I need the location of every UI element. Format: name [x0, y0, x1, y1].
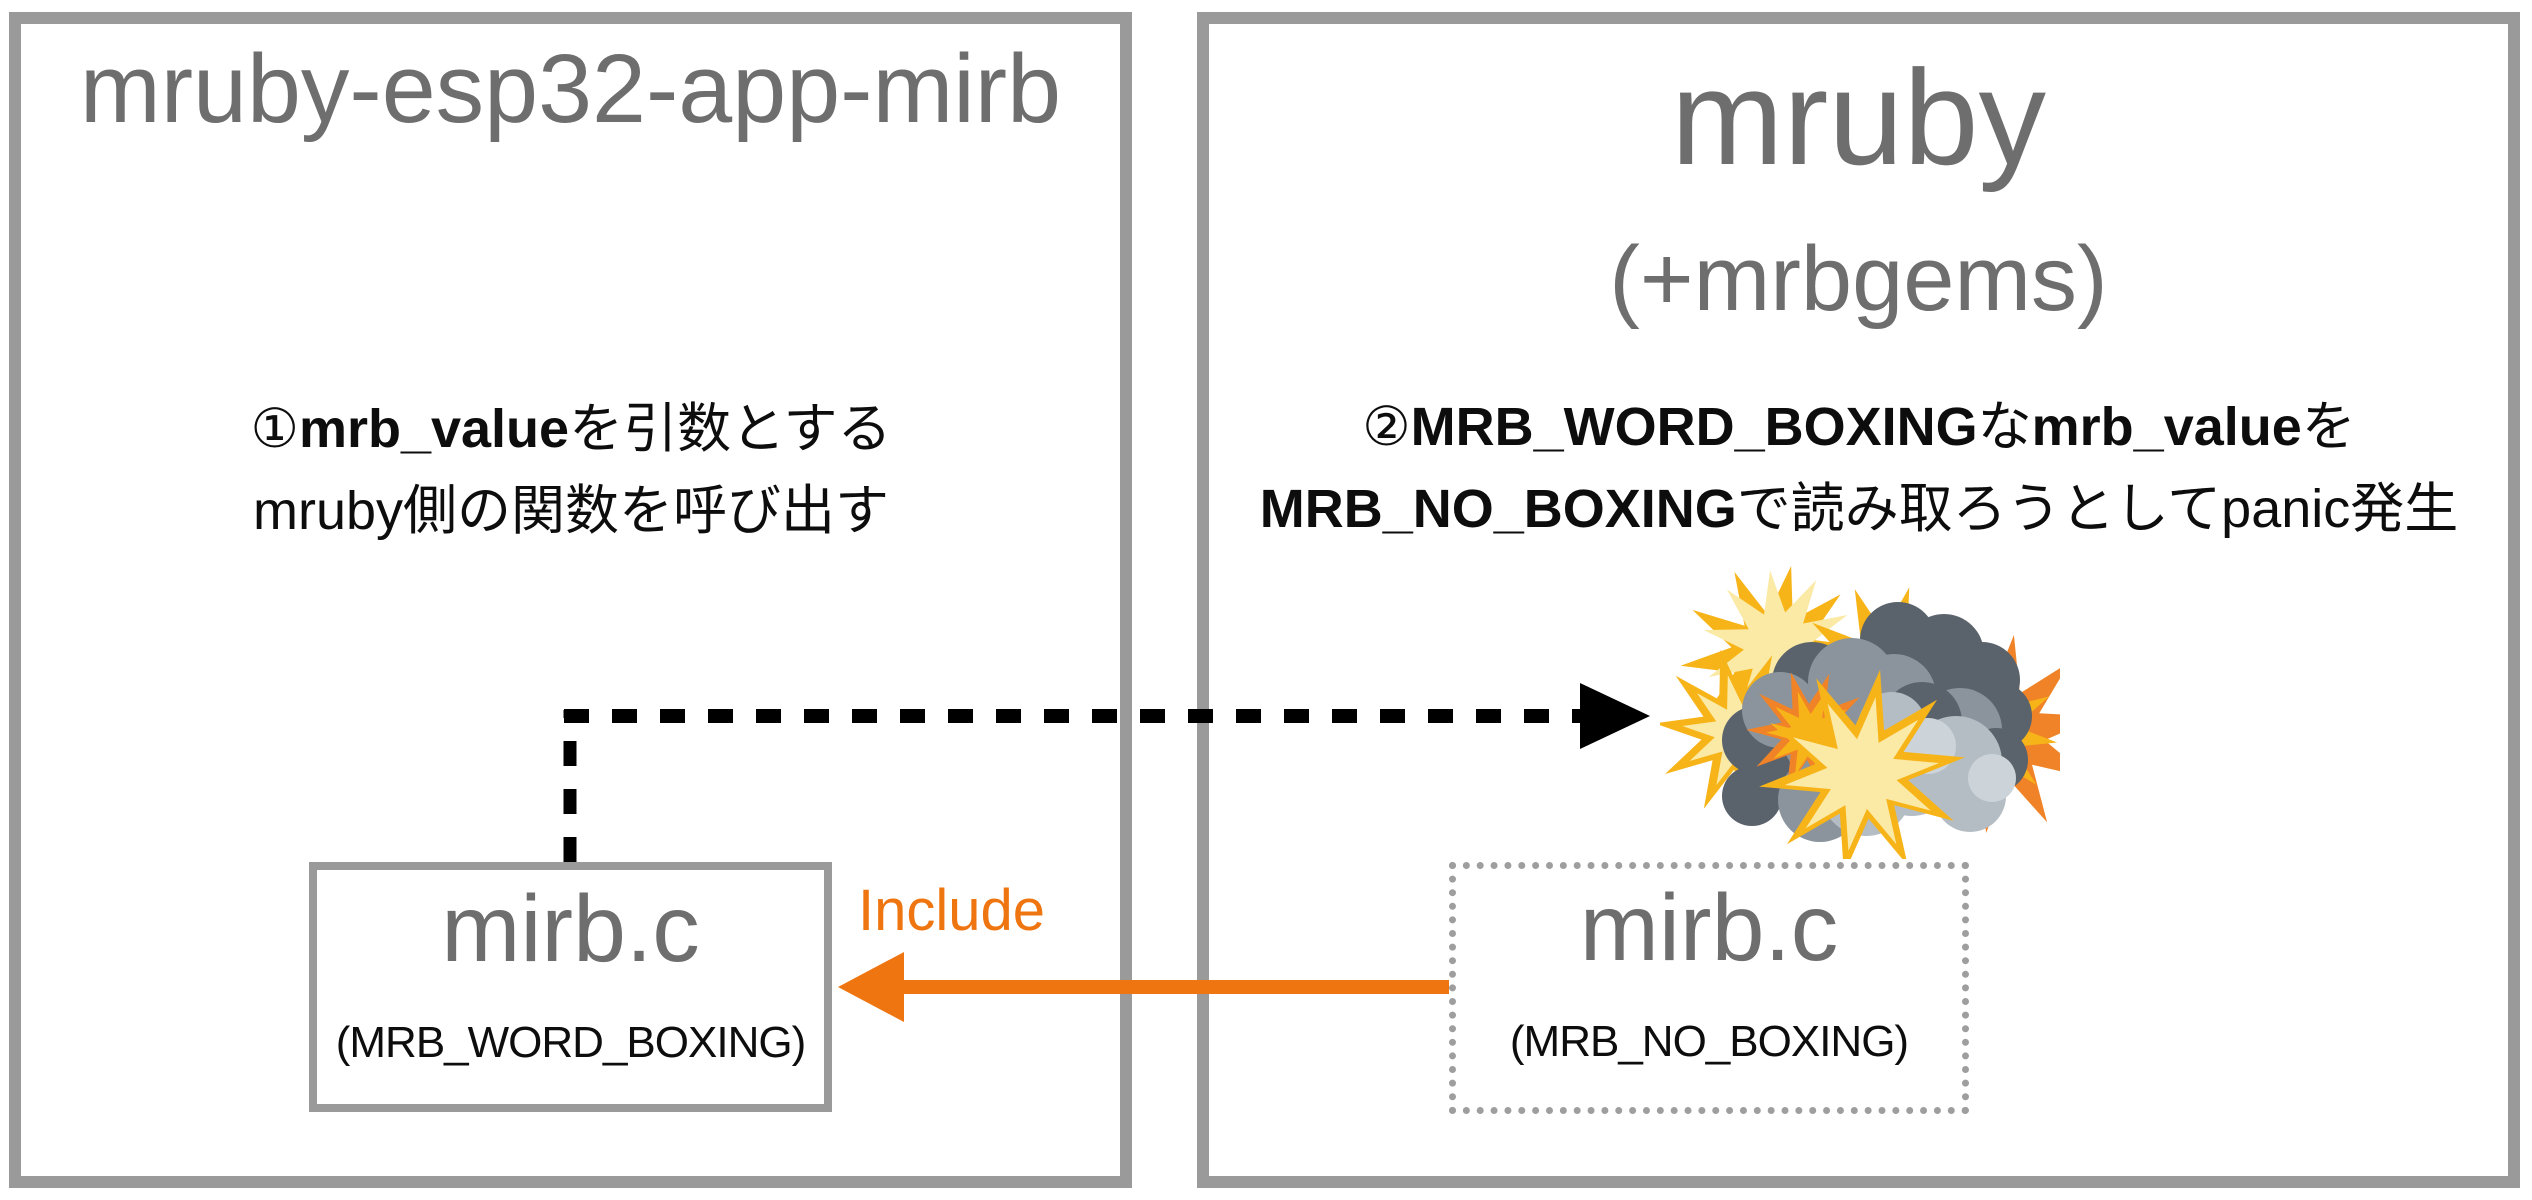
left-note-line-2: mruby側の関数を呼び出す: [21, 470, 1121, 552]
right-file-config: (MRB_NO_BOXING): [1509, 1017, 1909, 1066]
note-text: mruby側の関数を呼び出す: [252, 481, 890, 541]
right-file-box: mirb.c (MRB_NO_BOXING): [1449, 862, 1969, 1114]
right-panel-subtitle: (+mrbgems): [1609, 228, 2108, 330]
note-text: ①: [250, 399, 299, 459]
note-text: を: [2301, 397, 2356, 457]
note-text: で読み取ろうとしてpanic発生: [1736, 479, 2459, 539]
left-file-box: mirb.c (MRB_WORD_BOXING): [309, 862, 832, 1112]
note-text-bold: mrb_value: [2031, 397, 2302, 457]
right-file-name: mirb.c: [1579, 875, 1839, 981]
note-text: を引数とする: [569, 399, 892, 459]
note-text-bold: mrb_value: [298, 399, 570, 459]
left-panel-title: mruby-esp32-app-mirb: [79, 34, 1062, 143]
note-text-bold: MRB_NO_BOXING: [1259, 479, 1737, 539]
right-note-line-1: ②MRB_WORD_BOXINGなmrb_valueを: [1209, 386, 2509, 468]
include-label: Include: [858, 878, 1046, 943]
left-note: ①mrb_valueを引数とする mruby側の関数を呼び出す: [21, 388, 1121, 552]
left-file-name: mirb.c: [441, 876, 700, 982]
explosion-icon: [1660, 564, 2060, 859]
note-text: な: [1977, 397, 2032, 457]
left-note-line-1: ①mrb_valueを引数とする: [21, 388, 1121, 470]
right-note: ②MRB_WORD_BOXINGなmrb_valueを MRB_NO_BOXIN…: [1209, 386, 2509, 550]
left-file-config: (MRB_WORD_BOXING): [335, 1018, 806, 1067]
right-panel-title: mruby: [1670, 42, 2047, 193]
right-note-line-2: MRB_NO_BOXINGで読み取ろうとしてpanic発生: [1209, 468, 2509, 550]
note-text: ②: [1362, 397, 1411, 457]
note-text-bold: MRB_WORD_BOXING: [1410, 397, 1978, 457]
